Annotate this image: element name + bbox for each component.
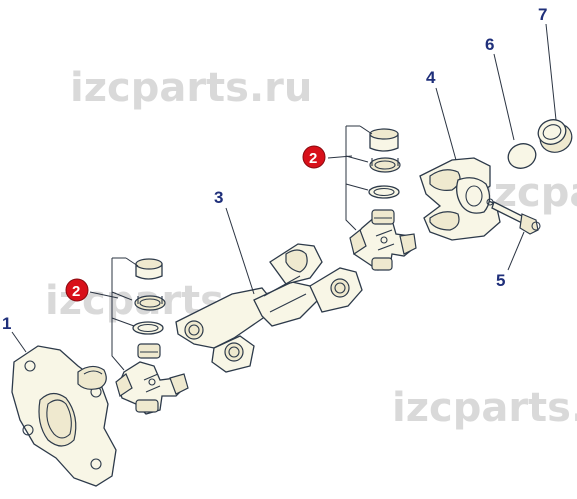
leader-2-upper — [327, 155, 353, 159]
part-needle-bearing-lower — [134, 295, 166, 311]
part-bearing-cap-lower — [135, 258, 163, 280]
leader-5 — [507, 231, 525, 271]
leader-6 — [493, 53, 515, 141]
leader-tick-upper-cap — [359, 125, 373, 135]
part-seal-ring — [507, 143, 537, 169]
callout-3: 3 — [214, 188, 223, 207]
part-spider-lower — [115, 343, 189, 415]
callout-2-lower-badge: 2 — [65, 278, 89, 302]
leader-tick-lower-cap — [125, 257, 139, 267]
callout-5: 5 — [496, 271, 505, 290]
part-flange-yoke — [11, 345, 117, 487]
leader-bracket-upper — [345, 125, 360, 231]
part-seal-upper — [368, 185, 400, 199]
callout-7: 7 — [538, 5, 547, 24]
leader-4 — [435, 87, 457, 161]
leader-7 — [545, 23, 557, 121]
callout-1: 1 — [2, 314, 11, 333]
part-seal-lower — [132, 321, 164, 335]
part-end-yoke — [419, 157, 501, 241]
watermark-bottom: izcparts. — [392, 385, 577, 431]
part-needle-bearing-upper — [369, 157, 401, 173]
part-cap — [537, 119, 573, 153]
leader-bracket-lower — [111, 257, 126, 371]
part-grease-fitting — [491, 201, 541, 235]
leader-tick-lower-bearing — [111, 291, 133, 301]
callout-2-upper: 2 — [309, 150, 317, 167]
callout-6: 6 — [485, 35, 494, 54]
part-spider-upper — [349, 209, 417, 271]
callout-4: 4 — [426, 68, 436, 87]
leader-1 — [11, 331, 27, 353]
callout-2-lower: 2 — [72, 283, 80, 300]
part-slip-shaft — [175, 243, 363, 373]
leader-tick-upper-seal — [345, 183, 369, 191]
leader-2-lower — [89, 291, 119, 299]
part-bearing-cap-upper — [369, 128, 399, 152]
leader-tick-lower-seal — [111, 317, 135, 327]
leader-tick-upper-bearing — [345, 155, 369, 163]
leader-3 — [225, 207, 255, 295]
callout-2-upper-badge: 2 — [302, 145, 326, 169]
watermark-top: izcparts.ru — [70, 65, 312, 111]
